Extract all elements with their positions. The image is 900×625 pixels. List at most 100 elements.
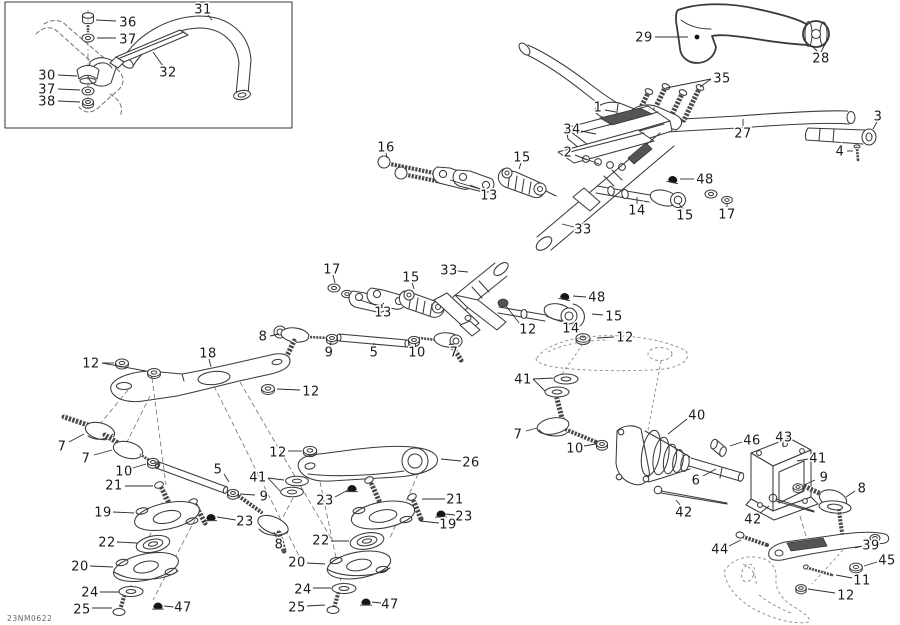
steering-column-33-lower-drawing bbox=[433, 262, 509, 337]
tie-rod-14b-drawing bbox=[497, 306, 547, 322]
part-callout-8-75: 8 bbox=[858, 482, 867, 497]
part-callout-5-44: 5 bbox=[214, 463, 223, 478]
part-callout-12-38: 12 bbox=[82, 357, 100, 372]
callout-leader-8 bbox=[845, 490, 856, 498]
part-callout-46-71: 46 bbox=[743, 434, 761, 449]
part-callout-23-57: 23 bbox=[316, 494, 334, 509]
part-callout-12-40: 12 bbox=[302, 385, 320, 400]
part-callout-23-52: 23 bbox=[236, 515, 254, 530]
left-tie-rod-drawing bbox=[61, 414, 289, 554]
callout-leader-33 bbox=[457, 270, 469, 273]
callout-leader-22 bbox=[116, 541, 138, 544]
callout-leader-25 bbox=[306, 604, 326, 607]
shaft-6-drawing bbox=[688, 457, 745, 482]
part-callout-47-51: 47 bbox=[174, 601, 192, 616]
ball-joint-7a-drawing bbox=[418, 332, 464, 363]
callout-leader-13 bbox=[359, 299, 379, 307]
steering-arm-26-drawing bbox=[297, 445, 439, 482]
ball-joint-7-right-drawing bbox=[536, 396, 598, 444]
callout-leader-10 bbox=[583, 443, 597, 447]
washer-41b-drawing bbox=[544, 386, 570, 398]
callout-leader-12 bbox=[596, 336, 615, 339]
bolt-44-drawing bbox=[735, 531, 769, 547]
washer-24L-drawing bbox=[118, 585, 144, 598]
links-13-drawing bbox=[432, 166, 495, 193]
callout-leader-18 bbox=[208, 358, 212, 368]
callout-leader-23 bbox=[334, 489, 349, 498]
part-callout-26-54: 26 bbox=[462, 456, 480, 471]
callout-leader-45 bbox=[863, 561, 878, 567]
ball-joint-7L2-drawing bbox=[102, 432, 151, 462]
steering-column-33-upper-drawing bbox=[535, 132, 675, 251]
spring-coupler-15-drawing bbox=[497, 167, 557, 199]
callout-leader-20 bbox=[89, 565, 114, 568]
callout-leader-8 bbox=[269, 333, 280, 337]
callout-leader-15 bbox=[411, 281, 415, 290]
callout-leader-48 bbox=[572, 295, 587, 298]
callout-leader-23 bbox=[216, 516, 237, 521]
tie-rod-5b-drawing bbox=[154, 461, 229, 494]
part-callout-15-17: 15 bbox=[513, 151, 531, 166]
callout-leader-9 bbox=[239, 493, 256, 496]
center-pedestal-drawing bbox=[280, 445, 448, 615]
ball-joint-8R-drawing bbox=[803, 484, 852, 549]
callout-leader-42 bbox=[758, 505, 770, 515]
nut-12R-drawing bbox=[795, 584, 807, 595]
callout-leader-7 bbox=[448, 343, 452, 348]
tie-rod-14-drawing bbox=[595, 185, 651, 203]
callout-leader-7 bbox=[93, 449, 113, 456]
handlebar-assembly-drawing bbox=[518, 3, 877, 251]
washer-41c-drawing bbox=[285, 475, 309, 487]
part-callout-20-62: 20 bbox=[288, 556, 306, 571]
right-assembly-drawing bbox=[615, 425, 890, 624]
clamp-30-drawing bbox=[76, 64, 100, 85]
cap-47L-drawing bbox=[151, 601, 165, 610]
part-callout-44-79: 44 bbox=[711, 543, 729, 558]
part-callout-41-67: 41 bbox=[514, 373, 532, 388]
support-bracket-41-drawing bbox=[745, 437, 819, 537]
nut-38-drawing bbox=[81, 97, 95, 109]
callout-leader-41 bbox=[267, 477, 281, 492]
left-pedestal-drawing bbox=[112, 481, 218, 617]
callout-leader-14 bbox=[545, 315, 563, 323]
upper-linkage-drawing bbox=[377, 155, 733, 209]
callout-leader-34 bbox=[580, 130, 597, 135]
lower-flange-20L-drawing bbox=[113, 552, 179, 582]
part-callout-12-30: 12 bbox=[519, 323, 537, 338]
callout-leader-28 bbox=[820, 45, 825, 53]
callout-leader-2 bbox=[574, 154, 600, 165]
part-callout-7-42: 7 bbox=[82, 452, 91, 467]
callout-leader-12 bbox=[276, 388, 301, 391]
pad-strip-32-drawing bbox=[109, 29, 189, 69]
part-callout-22-61: 22 bbox=[312, 534, 330, 549]
part-callout-10-69: 10 bbox=[566, 442, 584, 457]
part-callout-29-7: 29 bbox=[635, 31, 653, 46]
callout-leader-12 bbox=[505, 305, 521, 325]
part-callout-48-28: 48 bbox=[588, 291, 606, 306]
part-callout-48-22: 48 bbox=[696, 173, 714, 188]
part-callout-25-50: 25 bbox=[73, 603, 91, 618]
washer-17b-drawing bbox=[721, 195, 733, 205]
mitt-snap-dot bbox=[694, 34, 700, 40]
part-callout-42-77: 42 bbox=[675, 506, 693, 521]
part-callout-21-58: 21 bbox=[446, 493, 464, 508]
callout-leader-3 bbox=[872, 121, 878, 130]
callout-leader-41 bbox=[267, 477, 285, 481]
bushing-46-drawing bbox=[710, 438, 727, 457]
part-callout-24-49: 24 bbox=[81, 586, 99, 601]
callout-leader-35 bbox=[699, 78, 712, 88]
inset-border bbox=[4, 1, 293, 129]
washer-41d-drawing bbox=[280, 486, 304, 498]
cotter-pin-42b-drawing bbox=[768, 493, 815, 513]
callout-leader-8 bbox=[273, 531, 278, 540]
callout-leader-5 bbox=[223, 473, 230, 483]
callout-leader-42 bbox=[675, 499, 682, 507]
callout-leader-1 bbox=[604, 109, 617, 113]
nut-9a-drawing bbox=[325, 333, 339, 345]
ball-joint-8c-drawing bbox=[257, 514, 289, 554]
part-callout-25-64: 25 bbox=[288, 601, 306, 616]
callout-leader-19 bbox=[419, 520, 440, 524]
part-callout-45-81: 45 bbox=[878, 554, 896, 569]
grip-3-drawing bbox=[804, 127, 877, 146]
part-callout-37-1: 37 bbox=[119, 33, 137, 48]
